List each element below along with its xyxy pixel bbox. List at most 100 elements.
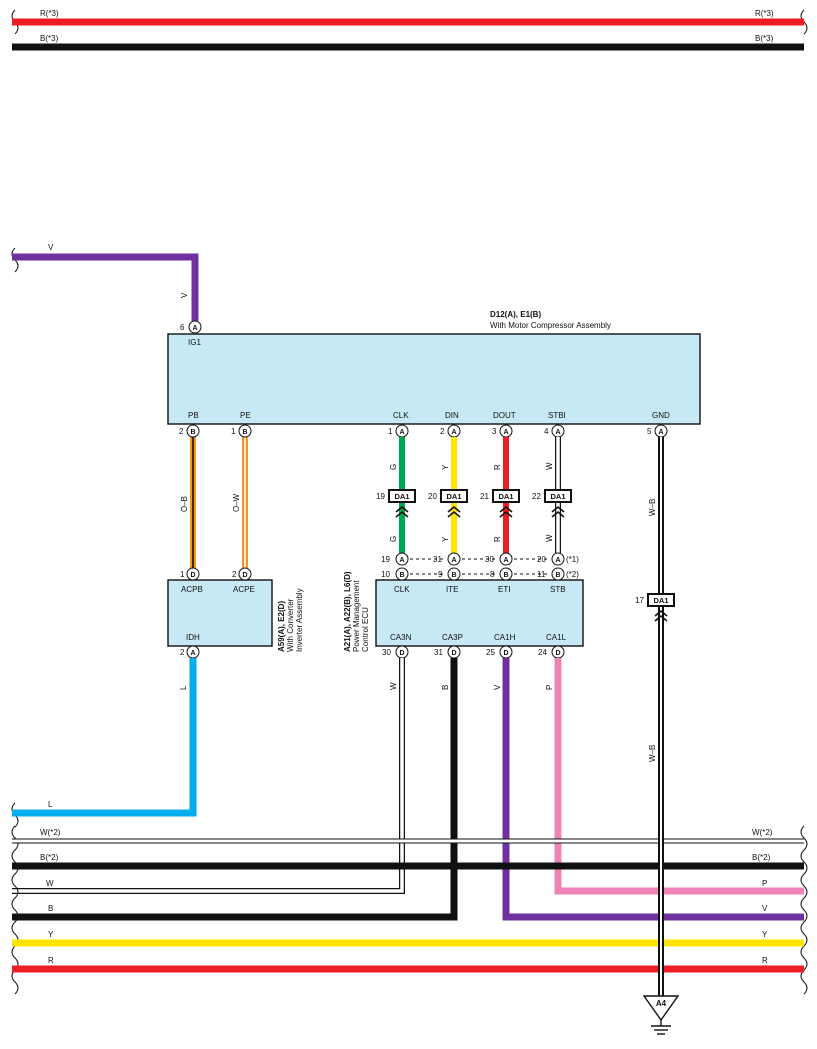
terminal-label: GND [652,411,670,420]
terminal-label: STB [550,585,566,594]
wire-label: W [389,682,398,690]
junction-label: DA1 [394,492,409,501]
terminal-label: ACPB [181,585,203,594]
pin-number: 11 [537,570,546,579]
pin-number: 20 [428,492,437,501]
connector-letter: A [399,429,404,436]
pin-number: 20 [537,555,546,564]
terminal-label: PE [240,411,251,420]
component-subtitle: Power Management [352,580,361,652]
component-subtitle: With Converter [286,598,295,652]
bus-label-left: B [48,904,53,913]
connector-letter: B [399,572,404,579]
wire-label: G [389,536,398,542]
junction-label: DA1 [550,492,565,501]
pin-number: 31 [434,648,443,657]
junction-box [440,489,468,503]
pin-number: 9 [438,570,443,579]
bus-label-left: B(*2) [40,853,59,862]
wire-label: Y [441,536,450,542]
bus-label-right: V [762,904,768,913]
junction-label: DA1 [446,492,461,501]
connector-letter: D [399,650,404,657]
terminal-label: ACPE [233,585,255,594]
bus-label-right: P [762,879,767,888]
connector-letter: A [451,429,456,436]
pin-number: 1 [231,427,236,436]
component-title: D12(A), E1(B) [490,310,541,319]
top-bus: R(*3) R(*3) B(*3) B(*3) [11,9,808,51]
pin-number: 24 [538,648,547,657]
pin-number: 6 [180,323,185,332]
wire-label: V [180,292,189,298]
ground-symbol: A4 [642,995,680,1035]
connector-letter: A [555,429,560,436]
connector-letter: B [555,572,560,579]
connector-letter: B [451,572,456,579]
terminal-label: CA3P [442,633,463,642]
junction-label: DA1 [498,492,513,501]
bus-label-right: W(*2) [752,828,773,837]
pin-number: 2 [232,570,237,579]
connector-letter: A [555,557,560,564]
bus-label-left: W [46,879,54,888]
component-title: A21(A), A22(B), L6(D) [343,571,352,652]
wire-label: R [493,464,502,470]
terminal-label: ITE [446,585,458,594]
bus-label-left: B(*3) [40,34,59,43]
pin-number: 22 [532,492,541,501]
pin-number: 2 [180,648,185,657]
pin-number: 25 [486,648,495,657]
terminal-label: DOUT [493,411,516,420]
component-subtitle: Control ECU [361,607,370,652]
bus-label-left: L [48,800,53,809]
bus-label-left: W(*2) [40,828,61,837]
bus-label-left: R [48,956,54,965]
pin-number: 21 [480,492,489,501]
pin-number: 30 [485,555,494,564]
l-wire: L L [11,658,197,828]
bottom-bus: W(*2) W(*2) B(*2) B(*2) W P B V Y Y R R [11,825,808,995]
pin-number: 1 [180,570,185,579]
ecu-box [375,579,584,647]
compressor-box [167,333,701,425]
pin-number: 17 [635,596,644,605]
ecu-assembly: CLK ITE ETI STB CA3N CA3P CA1H CA1L A21(… [343,552,584,659]
pin-number: 1 [388,427,393,436]
pb-pe-wires: O–B O–W [180,437,248,568]
terminal-label: PB [188,411,199,420]
connector-letter: D [190,572,195,579]
pin-number: 4 [544,427,549,436]
connector-letter: A [190,650,195,657]
component-subtitle: With Motor Compressor Assembly [490,321,611,330]
pin-number: 5 [647,427,652,436]
terminal-label: CA1L [546,633,567,642]
pin-number: 8 [490,570,495,579]
terminal-label: ETI [498,585,510,594]
converter-assembly: ACPB ACPE IDH D 1 D 2 A 2 A59(A), E2(D) … [167,567,304,659]
pin-number: 31 [433,555,442,564]
terminal-label: CA1H [494,633,516,642]
connector-letter: A [503,557,508,564]
terminal-label: DIN [445,411,459,420]
bus-label-right: B(*3) [755,34,774,43]
pin-number: 3 [492,427,497,436]
connector-letter: D [555,650,560,657]
connector-letter: A [192,325,197,332]
wire-label: B [441,685,450,690]
wire-label: V [48,243,54,252]
wire-label: V [493,684,502,690]
wire-label: W [545,534,554,542]
pin-number: 2 [440,427,445,436]
wire-label: R [493,536,502,542]
wire-label: O–W [232,493,241,512]
terminal-label: CLK [394,585,410,594]
ground-label: A4 [656,999,667,1008]
connector-letter: B [190,429,195,436]
wire-label: O–B [180,496,189,512]
component-subtitle: Inverter Assembly [295,588,304,652]
junction-box [492,489,520,503]
junction-label: DA1 [653,596,668,605]
wire-label: W–B [648,745,657,762]
bus-label-right: R [762,956,768,965]
